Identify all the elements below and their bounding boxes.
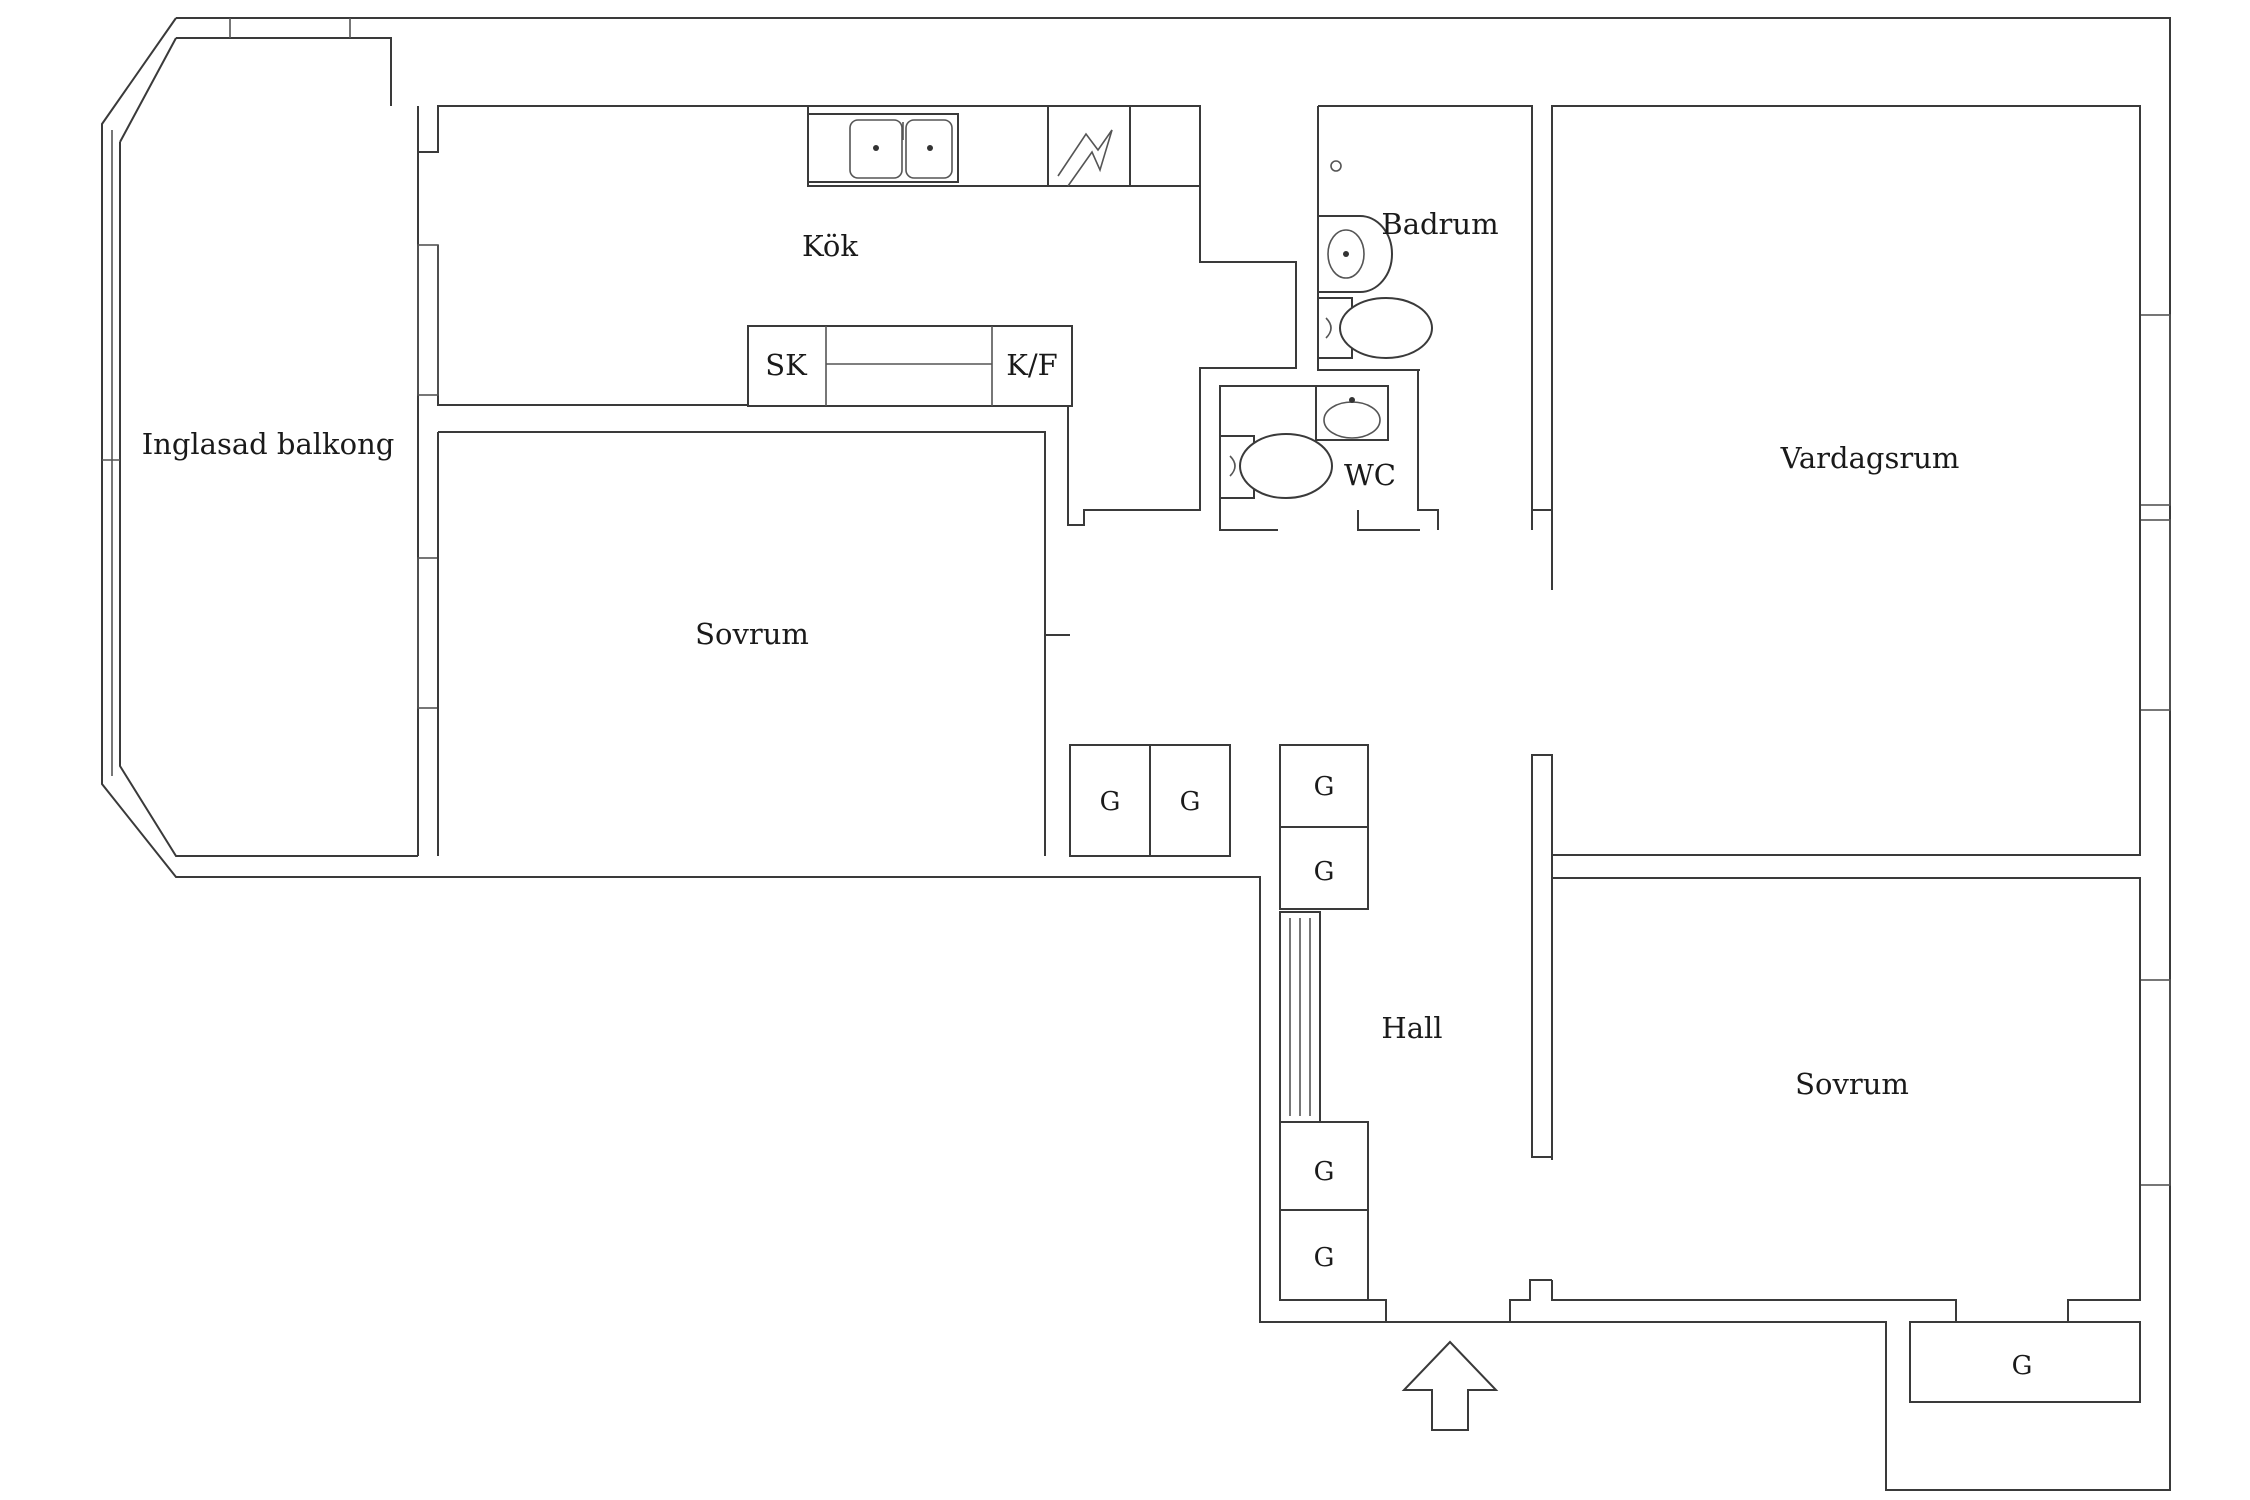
stove-icon	[1047, 105, 1131, 187]
wardrobe: G	[1279, 744, 1369, 828]
room-label-wc: WC	[1344, 458, 1396, 492]
bedroom-left-walls	[437, 431, 1070, 856]
hall-walls	[1368, 754, 1553, 1322]
kitchen-island	[747, 325, 1073, 407]
room-label-kok: Kök	[802, 229, 858, 263]
wardrobe: G	[1279, 1209, 1369, 1301]
radiator-icon	[1279, 911, 1321, 1123]
wardrobe: G	[1149, 744, 1231, 857]
kitchen-sink-icon	[807, 113, 959, 183]
room-label-inglasad-balkong: Inglasad balkong	[142, 427, 395, 461]
room-label-hall: Hall	[1381, 1011, 1442, 1045]
wardrobe: G	[1069, 744, 1151, 857]
svg-text:G: G	[1314, 1157, 1335, 1187]
svg-text:G: G	[1314, 857, 1335, 887]
wardrobe: G	[1279, 826, 1369, 910]
svg-text:G: G	[1314, 1243, 1335, 1273]
label-kf: K/F	[1006, 348, 1058, 382]
wc-sink-icon	[1315, 385, 1389, 441]
towel-hook-icon	[1330, 160, 1342, 172]
svg-text:G: G	[1180, 787, 1201, 817]
svg-text:G: G	[2012, 1351, 2033, 1381]
room-label-vardagsrum: Vardagsrum	[1780, 441, 1960, 475]
room-label-badrum: Badrum	[1381, 207, 1498, 241]
kitchen-walls	[417, 105, 1297, 856]
room-label-sovrum-left: Sovrum	[695, 617, 809, 651]
wc-toilet-icon	[1219, 433, 1333, 499]
wardrobe: G	[1909, 1321, 2141, 1403]
room-label-sovrum-right: Sovrum	[1795, 1067, 1909, 1101]
label-sk: SK	[765, 348, 808, 382]
exterior-walls	[101, 17, 2171, 1491]
svg-text:G: G	[1314, 772, 1335, 802]
bathroom-toilet-icon	[1317, 297, 1433, 359]
svg-text:G: G	[1100, 787, 1121, 817]
entrance-arrow-icon	[1401, 1340, 1499, 1431]
bathroom-sink-icon	[1317, 215, 1393, 293]
wardrobe: G	[1279, 1121, 1369, 1211]
living-room-walls	[1551, 105, 2141, 856]
